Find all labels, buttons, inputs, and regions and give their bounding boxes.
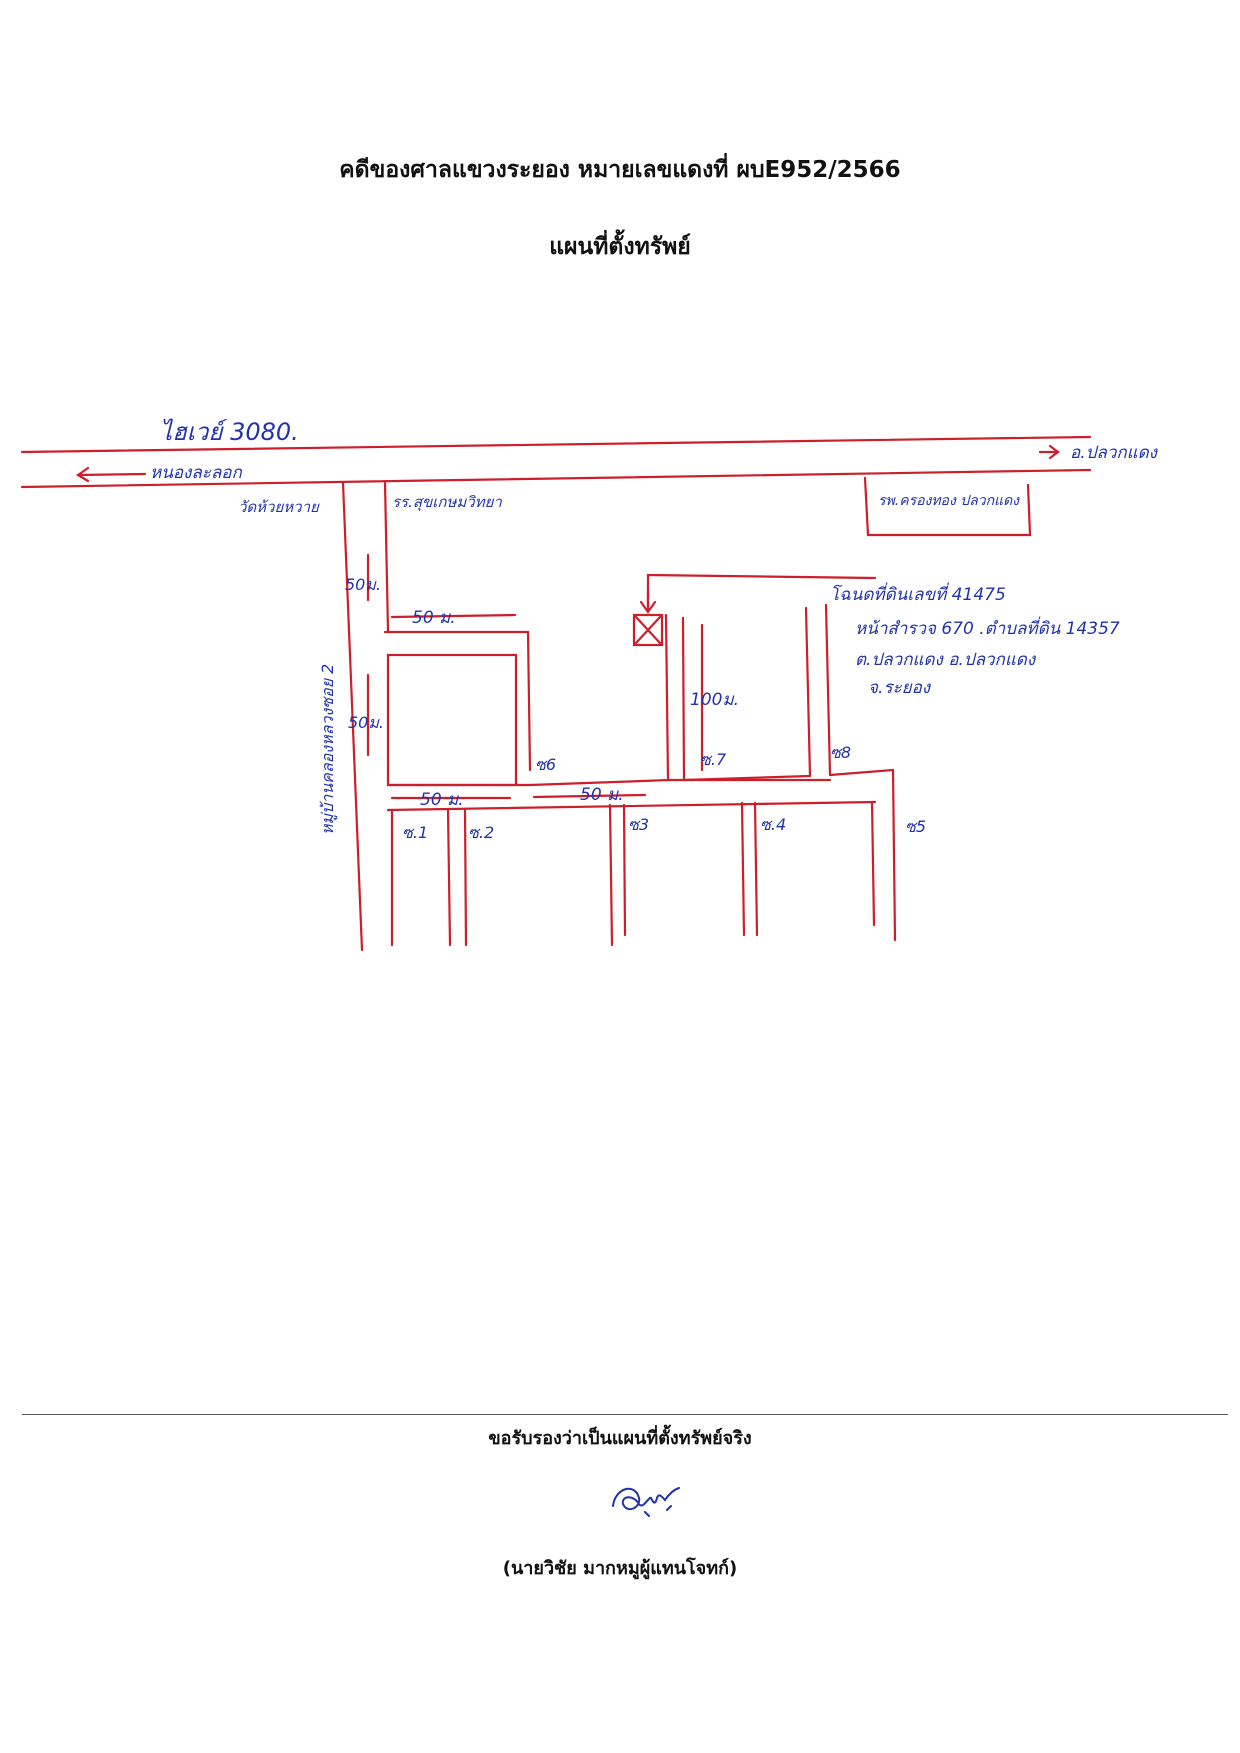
side-street-right-edge <box>383 481 390 634</box>
dim-label-2: 50 ม. <box>412 608 456 628</box>
certification-text: ขอรับรองว่าเป็นแผนที่ตั้งทรัพย์จริง <box>488 1428 752 1449</box>
soi-label-3: ซ3 <box>628 815 649 834</box>
lower-street-bottom <box>386 800 877 812</box>
signature-mark <box>612 1487 680 1517</box>
footer-divider <box>22 1414 1228 1415</box>
soi-8-street <box>824 603 832 777</box>
map-title: แผนที่ตั้งทรัพย์ <box>549 234 691 260</box>
block-b-bottom <box>682 774 812 782</box>
property-marker-x2 <box>634 615 662 645</box>
dim-label-1: 50ม. <box>345 575 381 594</box>
side-street-label: หมู่บ้านคลองหลวงซอย 2 <box>318 664 338 835</box>
block-a <box>386 653 518 787</box>
soi-3-right <box>622 803 627 937</box>
arrow-left-line <box>76 472 147 477</box>
dim-label-6: 100ม. <box>690 690 739 710</box>
case-title: คดีของศาลแขวงระยอง หมายเลขแดงที่ ผบE952/… <box>339 157 901 183</box>
signatory-name: (นายวิชัย มากหมูผู้แทนโจทก์) <box>502 1558 738 1579</box>
block-b-right <box>804 606 812 778</box>
block-b-inner-left <box>681 616 686 782</box>
direction-left-label: หนองละลอก <box>150 463 243 483</box>
soi-4-right <box>753 801 759 937</box>
direction-right-label: อ.ปลวกแดง <box>1070 443 1159 463</box>
dim-label-3: 50ม. <box>348 713 384 732</box>
property-pointer-head <box>639 600 657 614</box>
hospital-box <box>863 476 1032 537</box>
left-landmark-label: วัดห้วยหวาย <box>238 498 320 516</box>
property-marker-box <box>632 613 664 647</box>
top-label: รร.สุขเกษมวิทยา <box>392 493 502 511</box>
dim-horizontal-2 <box>390 613 517 619</box>
hospital-label: รพ.ครองทอง ปลวกแดง <box>878 493 1020 509</box>
soi-3-left <box>608 803 614 947</box>
highway-top-edge <box>20 435 1092 454</box>
block-a-right-upper <box>526 630 532 772</box>
block-b-left <box>664 613 670 782</box>
road-name-label: ไฮเวย์ 3080. <box>160 418 299 446</box>
arrow-left-head <box>75 466 90 483</box>
property-desc-line-4: จ.ระยอง <box>868 678 932 698</box>
arrow-right-head <box>1048 444 1060 460</box>
soi-5-left <box>870 800 876 927</box>
soi-1-right <box>446 808 452 947</box>
soi-label-7: ซ.7 <box>700 750 727 769</box>
property-desc-line-1: โฉนดที่ดินเลขที่ 41475 <box>830 582 1006 605</box>
dim-horizontal-5 <box>532 793 647 799</box>
soi-label-6: ซ6 <box>535 755 556 774</box>
side-street-left-edge <box>341 481 364 952</box>
soi-5-right <box>891 768 897 942</box>
property-desc-line-2: หน้าสำรวจ 670 .ตำบลที่ดิน 14357 <box>855 616 1120 639</box>
soi-label-8: ซ8 <box>830 743 851 762</box>
lower-street-top-mid <box>528 778 672 787</box>
dim-label-4: 50 ม. <box>420 790 464 810</box>
soi-2-right <box>463 808 468 947</box>
property-desc-line-3: ต.ปลวกแดง อ.ปลวกแดง <box>855 650 1037 670</box>
soi-label-5: ซ5 <box>905 817 926 836</box>
highway-bottom-edge <box>20 468 1092 489</box>
soi-label-4: ซ.4 <box>760 815 786 834</box>
dim-label-5: 50 ม. <box>580 785 624 805</box>
soi-label-1: ซ.1 <box>402 823 428 842</box>
soi-label-2: ซ.2 <box>468 823 494 842</box>
soi-8-bottom <box>828 768 895 777</box>
soi-4-left <box>740 801 746 937</box>
